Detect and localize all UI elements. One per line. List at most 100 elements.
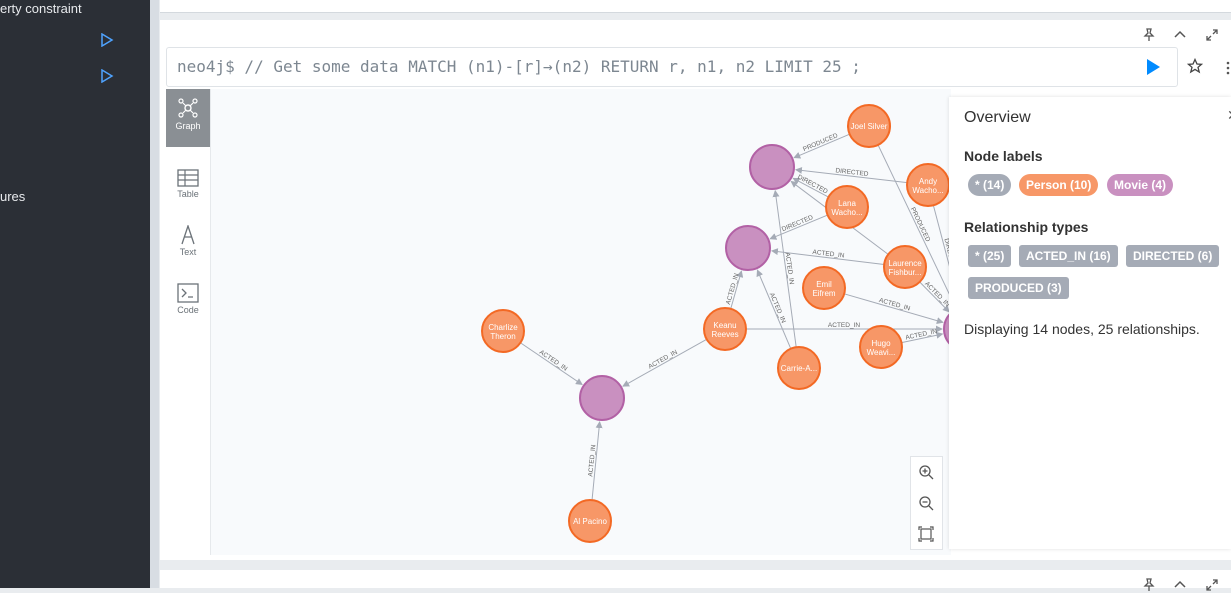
person-node-circle[interactable] bbox=[568, 499, 612, 543]
relationship-edge[interactable] bbox=[877, 144, 957, 309]
person-node-label: Fishbur... bbox=[889, 268, 922, 277]
graph-visualization[interactable]: PRODUCEDDIRECTEDDIRECTEDPRODUCEDDIRECTED… bbox=[211, 89, 989, 555]
overview-title: Overview bbox=[964, 109, 1031, 126]
node-label-person[interactable]: Person (10) bbox=[1019, 174, 1099, 196]
node-label-all[interactable]: * (14) bbox=[968, 174, 1012, 196]
relationship-edge[interactable] bbox=[756, 269, 792, 349]
tab-text[interactable]: Text bbox=[166, 217, 210, 275]
next-result-frame bbox=[160, 570, 1231, 591]
person-node-circle[interactable] bbox=[481, 309, 525, 353]
relationship-edge[interactable] bbox=[844, 293, 944, 325]
fullscreen-icon[interactable] bbox=[1204, 577, 1220, 593]
play-icon[interactable] bbox=[100, 33, 114, 47]
rel-type-produced[interactable]: PRODUCED (3) bbox=[968, 277, 1069, 299]
person-node-circle[interactable] bbox=[859, 325, 903, 369]
person-node-label: Hugo bbox=[871, 339, 891, 348]
graph-summary: Displaying 14 nodes, 25 relationships. bbox=[964, 321, 1200, 337]
person-node-hugo[interactable]: HugoWeavi... bbox=[859, 325, 903, 369]
sidebar: erty constraint ures bbox=[0, 0, 150, 588]
person-node-label: Emil bbox=[816, 280, 832, 289]
person-node-circle[interactable] bbox=[802, 266, 846, 310]
pin-icon[interactable] bbox=[1141, 577, 1157, 593]
person-node-circle[interactable] bbox=[703, 307, 747, 351]
person-node-carrie[interactable]: Carrie-A... bbox=[777, 346, 821, 390]
tab-code[interactable]: Code bbox=[166, 275, 210, 333]
relationship-label: ACTED_IN bbox=[725, 272, 741, 305]
relationship-edge[interactable] bbox=[520, 342, 583, 386]
relationship-label: ACTED_IN bbox=[538, 349, 569, 373]
sidebar-item-label[interactable]: ures bbox=[0, 189, 26, 204]
relationship-label: ACTED_IN bbox=[923, 281, 951, 309]
collapse-icon[interactable] bbox=[1172, 27, 1188, 43]
person-node-label: Laurence bbox=[888, 259, 922, 268]
tab-graph[interactable]: Graph bbox=[166, 89, 210, 147]
relationship-label: ACTED_IN bbox=[905, 328, 938, 342]
query-editor[interactable]: neo4j$ // Get some data MATCH (n1)-[r]→(… bbox=[166, 47, 1178, 87]
relationship-edge[interactable] bbox=[769, 214, 828, 240]
graph-icon bbox=[178, 98, 198, 118]
relationship-edge[interactable] bbox=[919, 281, 950, 313]
person-node-label: Carrie-A... bbox=[781, 364, 817, 373]
relationship-edge[interactable] bbox=[770, 248, 885, 265]
rel-type-all[interactable]: * (25) bbox=[968, 245, 1012, 267]
person-node-label: Andy bbox=[919, 177, 937, 186]
relationship-edge[interactable] bbox=[730, 270, 744, 309]
pin-icon[interactable] bbox=[1141, 27, 1157, 43]
person-node-label: Joel Silver bbox=[851, 122, 888, 131]
play-icon[interactable] bbox=[100, 69, 114, 83]
more-options-icon[interactable] bbox=[1225, 60, 1231, 76]
person-node-laurence[interactable]: LaurenceFishbur... bbox=[883, 245, 927, 289]
movie-node[interactable] bbox=[579, 375, 625, 421]
close-icon[interactable]: ✕ bbox=[1227, 107, 1231, 124]
run-icon[interactable] bbox=[1145, 58, 1161, 76]
zoom-controls bbox=[910, 456, 943, 550]
person-node-circle[interactable] bbox=[825, 185, 869, 229]
relationship-edge[interactable] bbox=[792, 177, 829, 198]
query-text[interactable]: neo4j$ // Get some data MATCH (n1)-[r]→(… bbox=[177, 57, 861, 76]
movie-node[interactable] bbox=[725, 225, 771, 271]
rel-type-directed[interactable]: DIRECTED (6) bbox=[1126, 245, 1220, 267]
relationship-edge[interactable] bbox=[622, 338, 707, 387]
node-label-movie[interactable]: Movie (4) bbox=[1107, 174, 1174, 196]
person-node-label: Theron bbox=[490, 332, 515, 341]
relationship-label: ACTED_IN bbox=[647, 349, 679, 371]
collapse-icon[interactable] bbox=[1172, 577, 1188, 593]
person-node-circle[interactable] bbox=[847, 104, 891, 148]
relationship-edge[interactable] bbox=[793, 133, 850, 159]
tab-label: Code bbox=[177, 305, 199, 315]
relationship-edge[interactable] bbox=[772, 189, 797, 348]
fullscreen-icon[interactable] bbox=[1204, 27, 1220, 43]
person-node-label: Charlize bbox=[488, 323, 518, 332]
relationship-label: ACTED_IN bbox=[768, 292, 787, 325]
relationship-edge[interactable] bbox=[591, 421, 603, 501]
favorite-star-icon[interactable] bbox=[1187, 58, 1203, 74]
rel-type-acted-in[interactable]: ACTED_IN (16) bbox=[1019, 245, 1118, 267]
zoom-in-icon[interactable] bbox=[918, 464, 934, 480]
sidebar-item-label[interactable]: erty constraint bbox=[0, 1, 82, 16]
movie-node[interactable] bbox=[749, 144, 795, 190]
person-node-circle[interactable] bbox=[777, 346, 821, 390]
person-node-label: Eifrem bbox=[812, 289, 835, 298]
person-node-andy[interactable]: AndyWacho... bbox=[906, 163, 950, 207]
person-node-label: Weavi... bbox=[867, 348, 896, 357]
person-node-circle[interactable] bbox=[883, 245, 927, 289]
tab-label: Text bbox=[179, 247, 197, 257]
person-node-alpacino[interactable]: Al Pacino bbox=[568, 499, 612, 543]
relationship-types-heading: Relationship types bbox=[964, 219, 1089, 235]
relationship-edge[interactable] bbox=[901, 331, 944, 344]
person-node-joel[interactable]: Joel Silver bbox=[847, 104, 891, 148]
tab-table[interactable]: Table bbox=[166, 161, 210, 219]
relationship-label: PRODUCED bbox=[802, 132, 839, 153]
relationship-label: ACTED_IN bbox=[587, 444, 597, 477]
relationship-edge[interactable] bbox=[794, 166, 908, 184]
person-node-lana[interactable]: LanaWacho... bbox=[825, 185, 869, 229]
editor-prompt: neo4j$ bbox=[177, 57, 235, 76]
fit-to-screen-icon[interactable] bbox=[918, 526, 934, 542]
tab-label: Table bbox=[177, 189, 199, 199]
overview-panel: Overview ✕ Node labels * (14) Person (10… bbox=[949, 97, 1231, 549]
zoom-out-icon[interactable] bbox=[918, 495, 934, 511]
